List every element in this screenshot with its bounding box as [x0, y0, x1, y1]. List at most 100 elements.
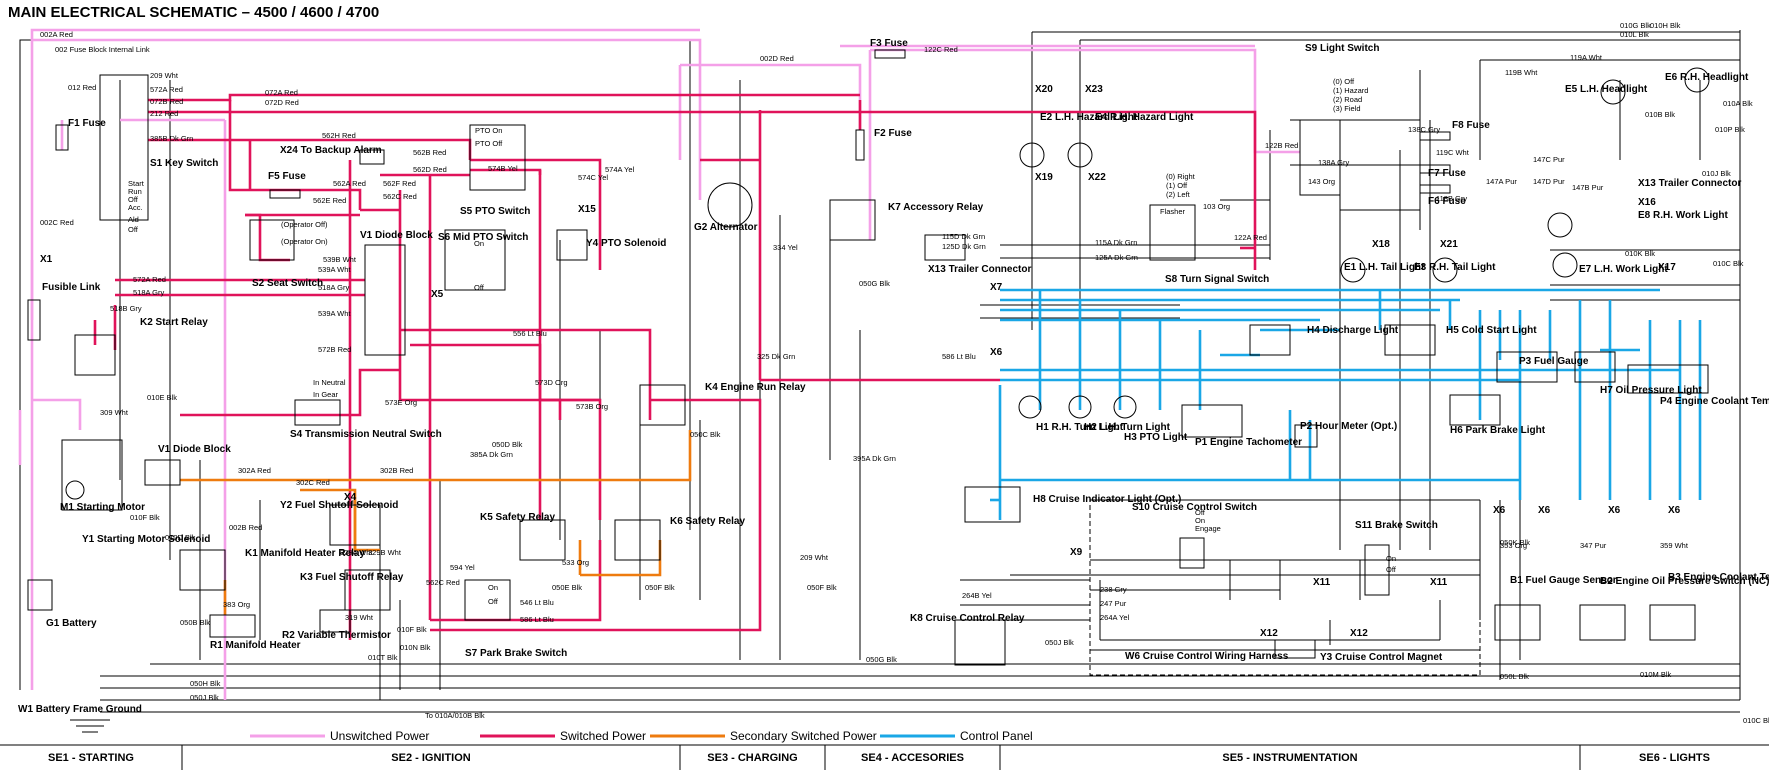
- component-label: S1 Key Switch: [150, 158, 218, 169]
- turn-light-lh-icon: [1068, 395, 1092, 419]
- wire-label: 010B Blk: [1645, 110, 1675, 119]
- wire-label: 302B Red: [380, 466, 413, 475]
- component-label: F1 Fuse: [68, 118, 106, 129]
- component-label: E2 L.H. Hazard Light: [1040, 112, 1138, 123]
- component-label: S5 PTO Switch: [460, 206, 530, 217]
- wire-label: 264A Yel: [1100, 613, 1130, 622]
- wire-label: 010D Blk: [165, 533, 196, 542]
- wire-label: 533 Org: [562, 558, 589, 567]
- component-label: X4: [344, 492, 357, 503]
- component-label: S11 Brake Switch: [1355, 520, 1438, 531]
- component-label: X11: [1430, 577, 1448, 588]
- wire-label: 012 Red: [68, 83, 96, 92]
- cruise-relay-symbol: [954, 619, 1006, 666]
- hour-meter-symbol: [1294, 424, 1318, 448]
- switch-position-label: PTO Off: [475, 139, 503, 148]
- wire-label: 209 Wht: [150, 71, 179, 80]
- wire-label: 125D Dk Grn: [942, 242, 986, 251]
- wire-label: 010H Blk: [1650, 21, 1681, 30]
- component-label: X18: [1372, 239, 1390, 250]
- wire-label: 334 Yel: [773, 243, 798, 252]
- switch-position-label: (2) Left: [1166, 190, 1191, 199]
- component-label: K3 Fuel Shutoff Relay: [300, 572, 404, 583]
- wire-label: 010L Blk: [1620, 30, 1649, 39]
- switch-position-label: (2) Road: [1333, 95, 1362, 104]
- wire-label: 264B Yel: [962, 591, 992, 600]
- switch-position-label: Off: [488, 597, 499, 606]
- wire-label: 050D Blk: [492, 440, 523, 449]
- switch-position-label: On: [1386, 554, 1396, 563]
- switch-position-label: Ald: [128, 215, 139, 224]
- component-label: K5 Safety Relay: [480, 512, 555, 523]
- component-label: X22: [1088, 172, 1106, 183]
- switch-position-label: In Neutral: [313, 378, 346, 387]
- section-label: SE1 - STARTING: [48, 752, 134, 764]
- fuse-symbol-f5: [269, 189, 301, 199]
- wire-label: 119C Wht: [1436, 148, 1470, 157]
- wire-label: 002A Red: [40, 30, 73, 39]
- secondary-switched-wires: [180, 430, 692, 615]
- wire-label: 586 Lt Blu: [942, 352, 976, 361]
- wire-label: 573B Org: [576, 402, 608, 411]
- switch-position-label: Start: [128, 179, 145, 188]
- switch-position-label: PTO On: [475, 126, 502, 135]
- fuel-solenoid-symbol: [329, 504, 381, 546]
- switch-position-label: (Operator Off): [281, 220, 328, 229]
- tail-light-lh-icon: [1340, 257, 1366, 283]
- seat-switch-symbol: [249, 219, 295, 261]
- component-label: X9: [1070, 547, 1083, 558]
- component-label: X7: [990, 282, 1003, 293]
- wire-label: 539A Wht: [318, 309, 351, 318]
- schematic-title: MAIN ELECTRICAL SCHEMATIC – 4500 / 4600 …: [8, 4, 379, 21]
- wire-label: 574C Yel: [578, 173, 608, 182]
- wire-label: 518A Gry: [133, 288, 165, 297]
- component-label: X6: [1608, 505, 1621, 516]
- discharge-light-symbol: [1249, 324, 1291, 356]
- fuse-symbol-f7: [1419, 164, 1451, 174]
- switch-position-label: Run: [128, 187, 142, 196]
- wire-label: 115A Dk Grn: [1095, 238, 1137, 247]
- wire-label: 002C Red: [40, 218, 74, 227]
- component-label: H6 Park Brake Light: [1450, 425, 1546, 436]
- component-label: P4 Engine Coolant Temperature Gauge: [1660, 396, 1769, 407]
- wire-label: 518B Gry: [110, 304, 142, 313]
- component-label: S10 Cruise Control Switch: [1132, 502, 1257, 513]
- component-label: K4 Engine Run Relay: [705, 382, 806, 393]
- wire-label: 122A Red: [1234, 233, 1267, 242]
- diode-block-symbol: [364, 244, 406, 356]
- wire-label: 385A Dk Grn: [470, 450, 513, 459]
- component-label: F2 Fuse: [874, 128, 912, 139]
- wire-label: 010F Blk: [130, 513, 160, 522]
- component-label: V1 Diode Block: [158, 444, 231, 455]
- wire-label: 562E Red: [313, 196, 346, 205]
- component-label: E3 R.H. Tail Light: [1414, 262, 1496, 273]
- wire-label: 309 Wht: [100, 408, 129, 417]
- component-label: B1 Fuel Gauge Sensor: [1510, 575, 1617, 586]
- component-label: H8 Cruise Indicator Light (Opt.): [1033, 494, 1181, 505]
- component-label: X5: [431, 289, 444, 300]
- fuse-symbol-f3: [874, 49, 906, 59]
- wire-label: 050F Blk: [645, 583, 675, 592]
- component-label: H7 Oil Pressure Light: [1600, 385, 1702, 396]
- wire-label: 010C Blk: [1713, 259, 1744, 268]
- wire-label: 010F Blk: [397, 625, 427, 634]
- component-label: R2 Variable Thermistor: [282, 630, 391, 641]
- park-brake-switch-symbol: [464, 579, 511, 621]
- component-label: K2 Start Relay: [140, 317, 208, 328]
- wire-label: 573E Org: [385, 398, 417, 407]
- fuse-symbol: [55, 124, 69, 151]
- cruise-harness-boundary: [1089, 499, 1481, 676]
- switch-position-label: Off: [128, 225, 139, 234]
- component-label: W1 Battery Frame Ground: [18, 704, 142, 715]
- turn-signal-switch-symbol: [1149, 204, 1196, 261]
- section-label: SE5 - INSTRUMENTATION: [1222, 752, 1357, 764]
- wire-label: 050G Blk: [866, 655, 897, 664]
- component-label: V1 Diode Block: [360, 230, 433, 241]
- manifold-relay-symbol: [179, 549, 226, 591]
- key-switch-symbol: [99, 74, 149, 221]
- component-label: P1 Engine Tachometer: [1195, 437, 1302, 448]
- fuse-symbol-f6: [1419, 184, 1451, 194]
- component-label: X23: [1085, 84, 1103, 95]
